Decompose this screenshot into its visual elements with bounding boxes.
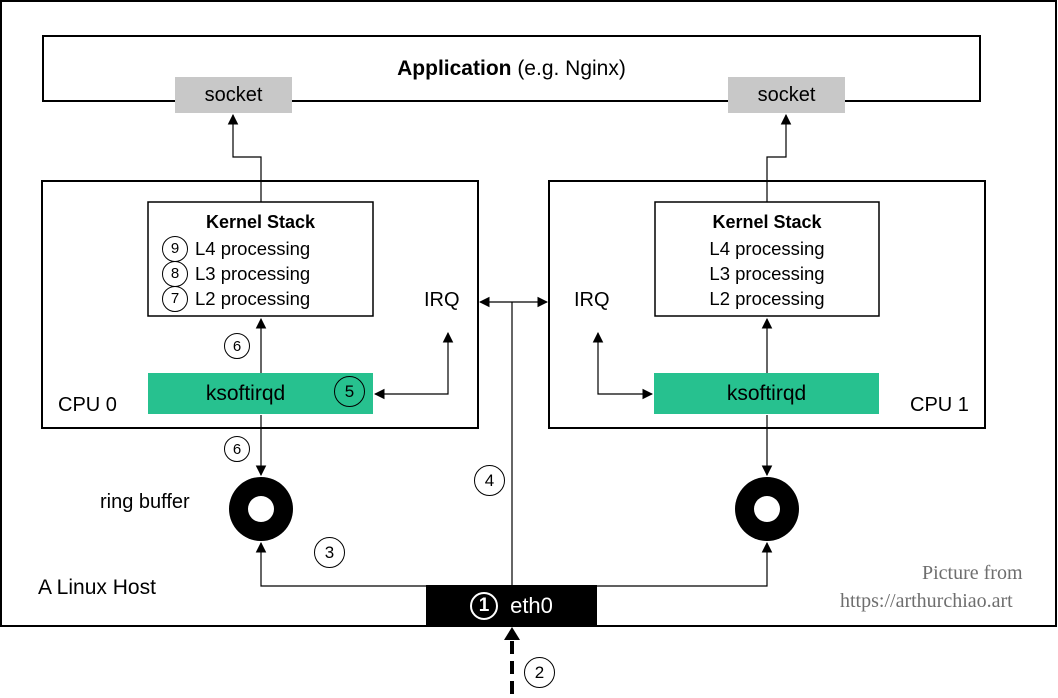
arrow-incoming-head: [504, 627, 520, 640]
step-4-badge: 4: [474, 465, 505, 496]
arrow-eth0-to-ring1: [597, 541, 773, 587]
step-5-badge: 5: [334, 376, 365, 407]
arrow-kernel1-to-socket: [766, 113, 792, 202]
eth0-nic: 1 eth0: [426, 585, 597, 626]
application-title-rest: (e.g. Nginx): [511, 57, 626, 80]
cpu1-kernel-line-l2: L2 processing: [655, 286, 879, 311]
cpu0-kernel-line-l2: 7 L2 processing: [148, 285, 373, 312]
step-6-down-badge: 6: [224, 436, 250, 462]
cpu0-l3-label: L3 processing: [195, 262, 311, 284]
cpu1-kernel-line-l4: L4 processing: [655, 236, 879, 261]
cpu0-irq-label: IRQ: [424, 289, 460, 311]
host-border: [0, 0, 1057, 627]
cpu1-l2-label: L2 processing: [709, 287, 825, 309]
cpu1-l3-label: L3 processing: [709, 262, 825, 284]
cpu1-ksoftirqd: ksoftirqd: [654, 373, 879, 414]
host-label: A Linux Host: [38, 576, 156, 599]
cpu0-label: CPU 0: [58, 394, 117, 416]
cpu0-box: [41, 180, 479, 429]
cpu1-kernel-box: [654, 201, 880, 317]
cpu1-kernel-line-l3: L3 processing: [655, 261, 879, 286]
step-8-badge: 8: [162, 260, 188, 287]
cpu1-kernel-stack: Kernel Stack L4 processing L3 processing…: [655, 208, 879, 311]
application-title: Application (e.g. Nginx): [43, 52, 980, 86]
cpu0-ksoftirqd-label: ksoftirqd: [205, 381, 286, 405]
step-3-badge: 3: [314, 537, 345, 568]
cpu1-label: CPU 1: [910, 394, 969, 416]
cpu0-kernel-line-l4: 9 L4 processing: [148, 235, 373, 262]
ring-buffer-label: ring buffer: [100, 491, 190, 513]
arrow-eth0-to-ring0: [255, 541, 426, 587]
application-title-bold: Application: [397, 57, 512, 80]
step-6-up-badge: 6: [224, 333, 250, 359]
cpu0-kernel-stack: Kernel Stack 9 L4 processing 8 L3 proces…: [148, 208, 373, 312]
socket-left: socket: [175, 77, 292, 113]
cpu1-irq-label: IRQ: [574, 289, 610, 311]
step-1-badge: 1: [470, 591, 499, 620]
arrow-irq1-ksoft1: [592, 331, 654, 400]
step-2-badge: 2: [524, 657, 555, 688]
cpu0-l2-label: L2 processing: [195, 287, 311, 309]
arrow-irq0-ksoft0: [373, 331, 454, 400]
ring-buffer-cpu0: [229, 477, 293, 541]
cpu0-kernel-line-l3: 8 L3 processing: [148, 260, 373, 287]
credit-line1: Picture from: [922, 562, 1023, 584]
step-7-badge: 7: [162, 285, 188, 312]
cpu0-l4-label: L4 processing: [195, 237, 311, 259]
eth0-label: eth0: [510, 592, 553, 618]
cpu1-kernel-title: Kernel Stack: [712, 211, 822, 232]
socket-right: socket: [728, 77, 845, 113]
cpu1-l4-label: L4 processing: [709, 237, 825, 259]
ring-buffer-cpu1: [735, 477, 799, 541]
step-9-badge: 9: [162, 235, 188, 262]
arrow-kernel0-to-socket: [227, 113, 262, 202]
cpu0-kernel-title: Kernel Stack: [205, 211, 316, 232]
credit-line2: https://arthurchiao.art: [840, 590, 1013, 612]
